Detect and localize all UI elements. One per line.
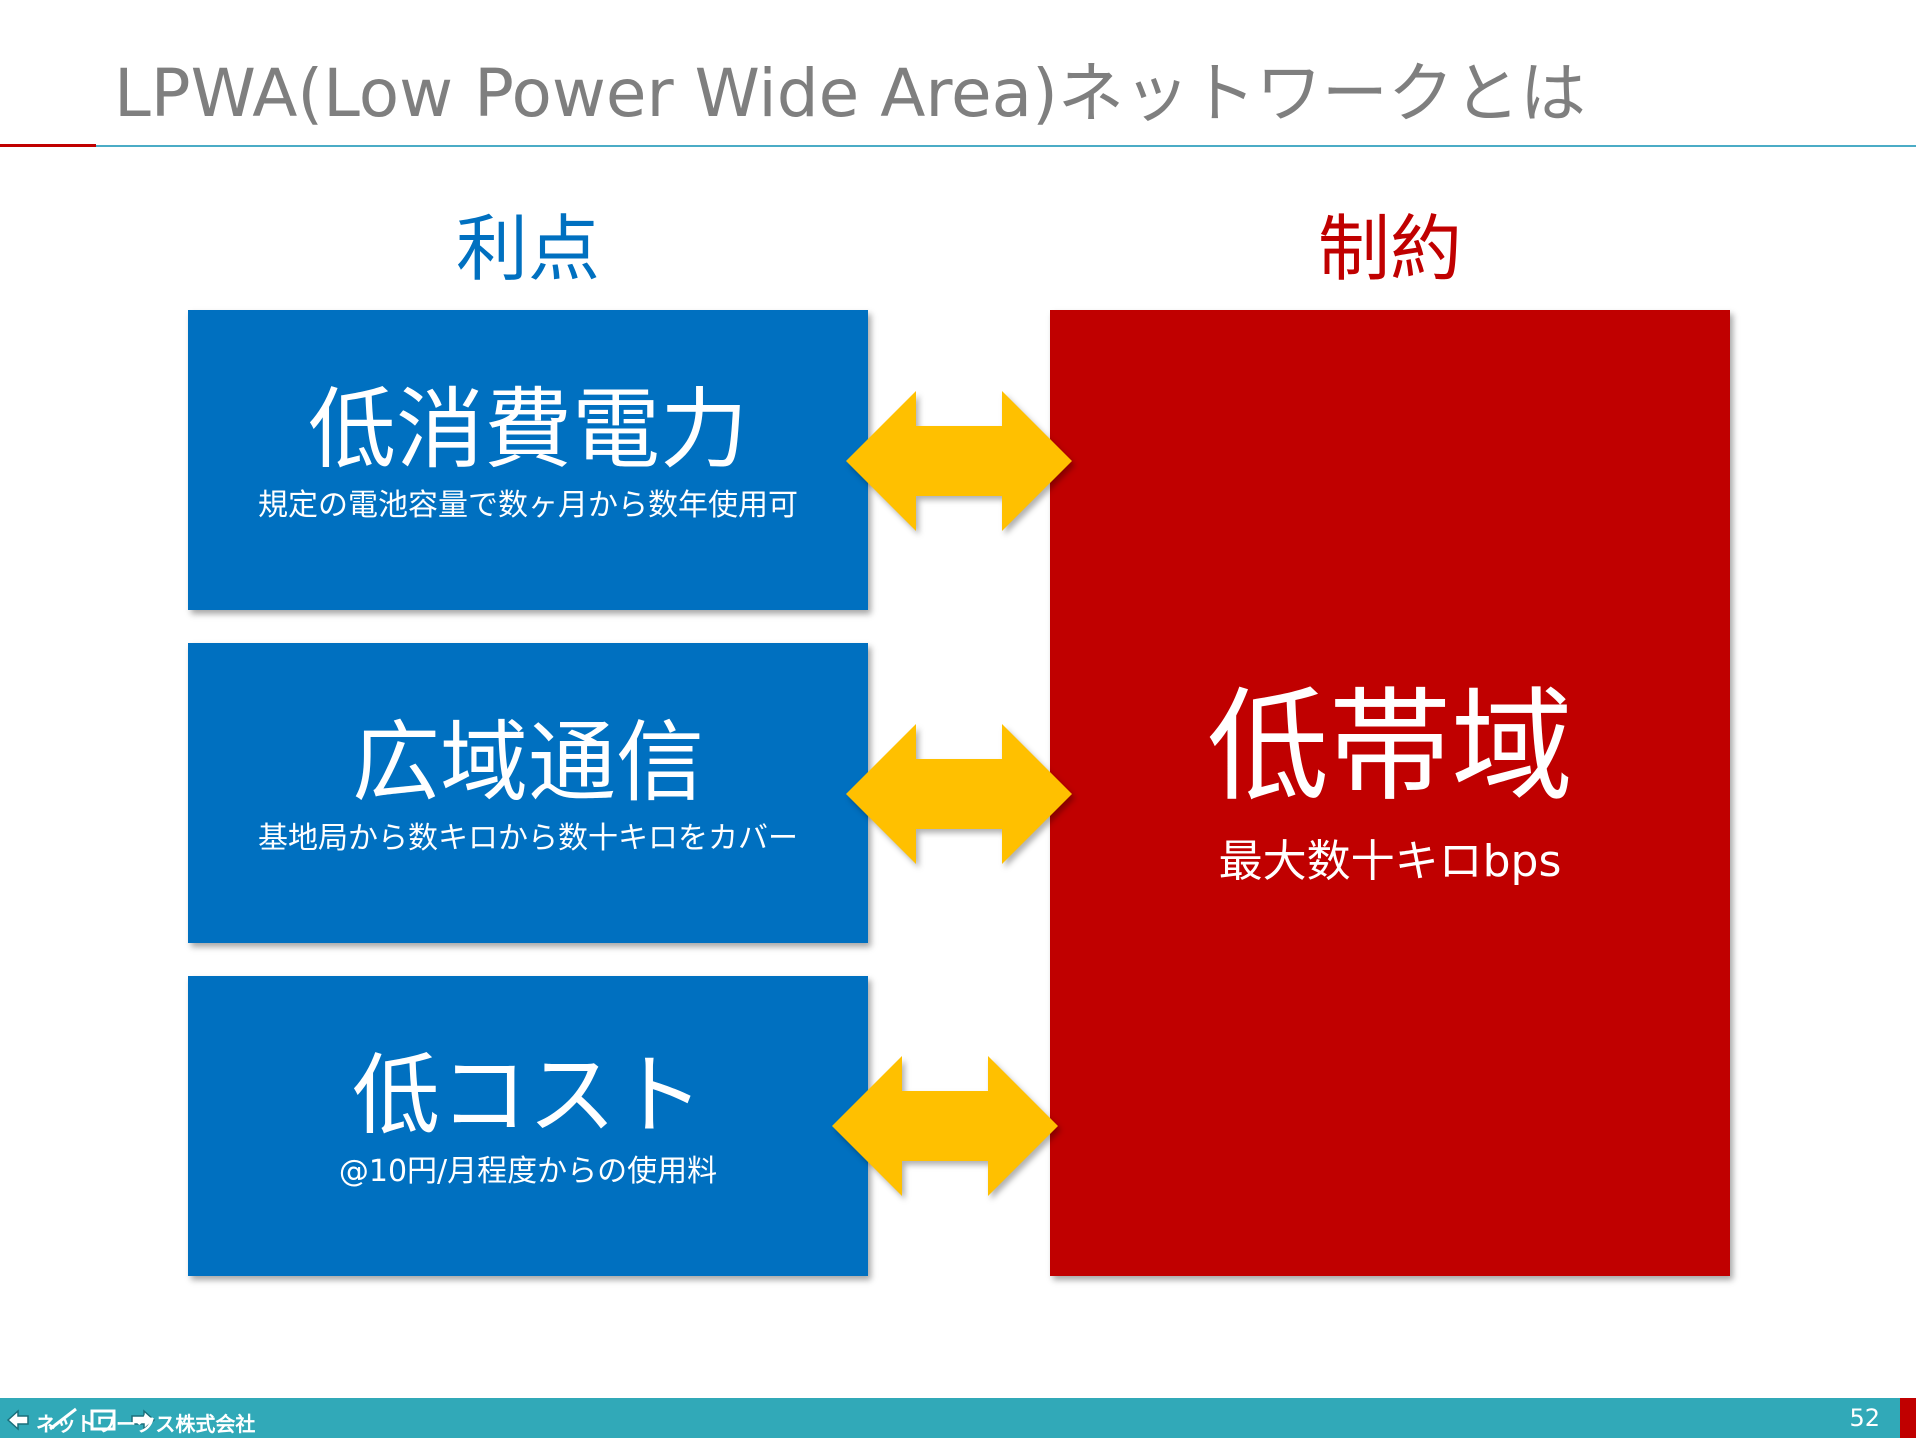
advantages-heading: 利点 bbox=[455, 207, 600, 291]
slide-title: LPWA(Low Power Wide Area)ネットワークとは bbox=[114, 55, 1586, 132]
advantage-box-wide-area: 広域通信 基地局から数キロから数十キロをカバー bbox=[188, 643, 868, 943]
advantage-detail: @10円/月程度からの使用料 bbox=[338, 1154, 718, 1189]
double-headed-arrow-icon bbox=[846, 391, 1072, 531]
double-headed-arrow-icon bbox=[832, 1056, 1058, 1196]
double-headed-arrow-icon bbox=[846, 724, 1072, 864]
footer-bar bbox=[0, 1398, 1900, 1438]
advantage-title: 低消費電力 bbox=[307, 378, 748, 481]
constraint-detail: 最大数十キロbps bbox=[1218, 836, 1562, 887]
advantage-title: 広域通信 bbox=[351, 711, 704, 814]
constraint-box-low-bandwidth: 低帯域 最大数十キロbps bbox=[1050, 310, 1730, 1276]
title-underline-red bbox=[0, 144, 96, 147]
footer-company-name: ネットワークス株式会社 bbox=[36, 1412, 256, 1436]
constraints-heading: 制約 bbox=[1317, 207, 1462, 291]
company-logo-icon bbox=[6, 1405, 156, 1435]
advantage-detail: 基地局から数キロから数十キロをカバー bbox=[258, 821, 798, 856]
advantage-title: 低コスト bbox=[351, 1044, 704, 1147]
footer-accent bbox=[1900, 1398, 1916, 1438]
advantage-box-low-cost: 低コスト @10円/月程度からの使用料 bbox=[188, 976, 868, 1276]
title-underline-teal bbox=[96, 145, 1916, 147]
page-number: 52 bbox=[1849, 1404, 1880, 1432]
constraint-title: 低帯域 bbox=[1207, 676, 1573, 818]
advantage-detail: 規定の電池容量で数ヶ月から数年使用可 bbox=[258, 488, 798, 523]
advantage-box-low-power: 低消費電力 規定の電池容量で数ヶ月から数年使用可 bbox=[188, 310, 868, 610]
